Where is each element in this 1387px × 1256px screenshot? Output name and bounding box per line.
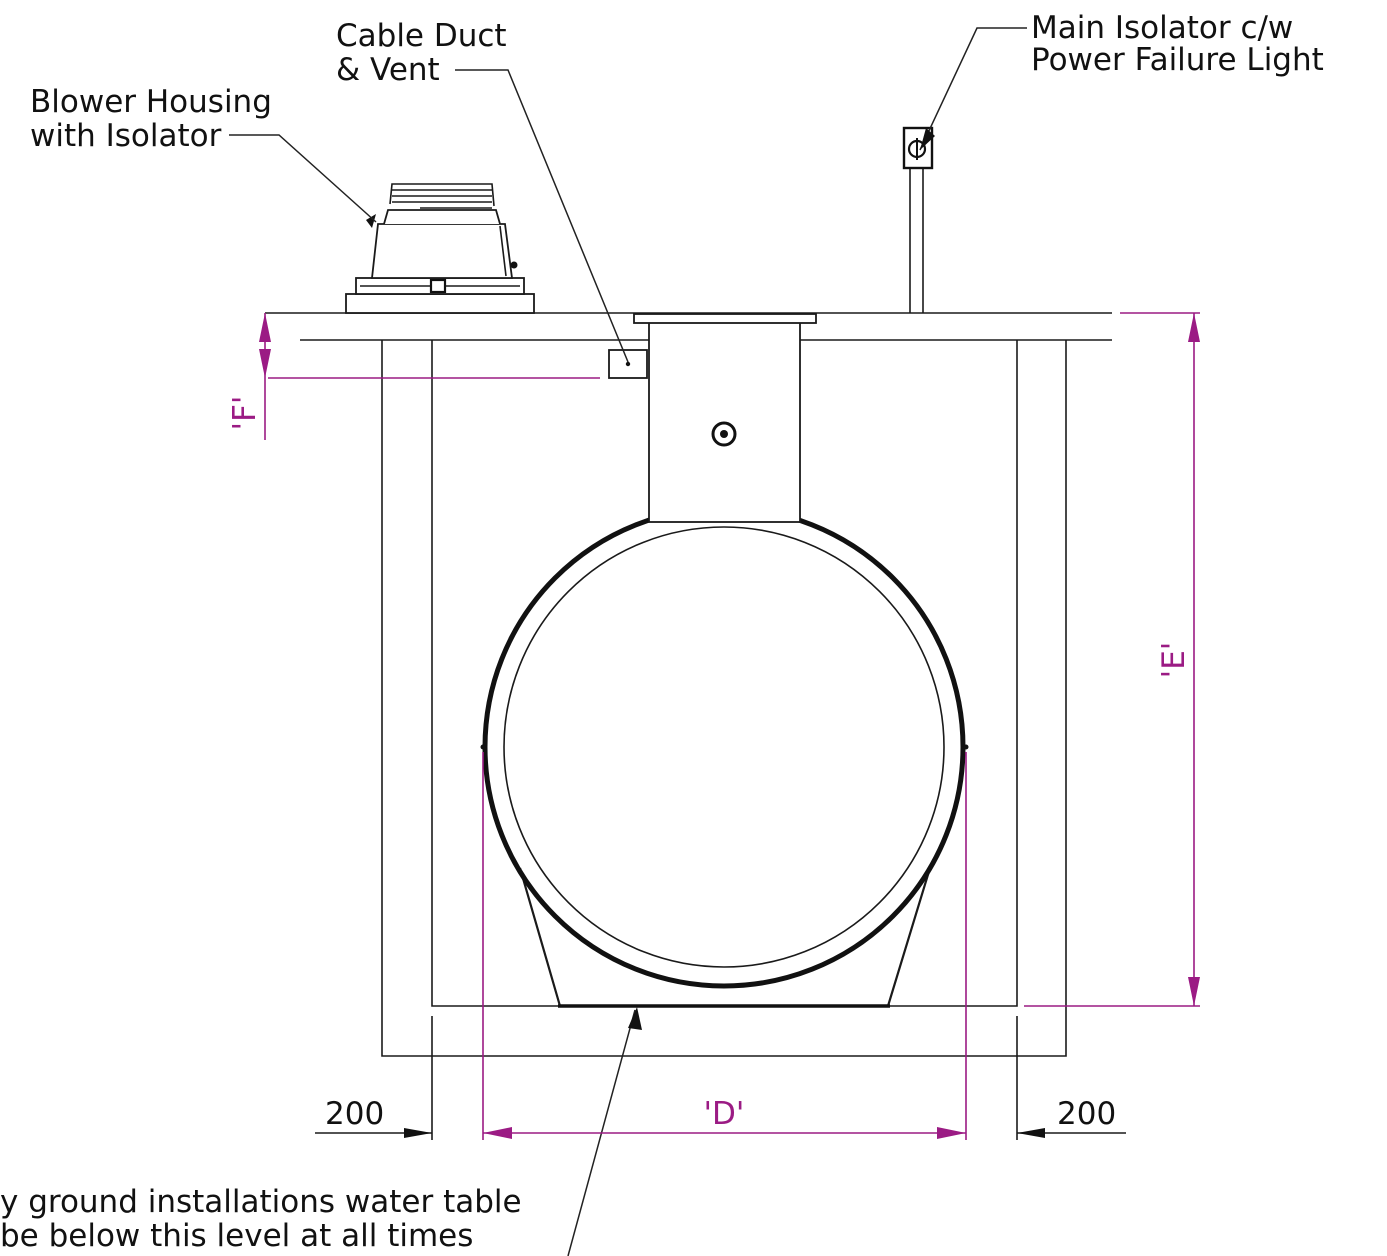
offset-right-value: 200 (1057, 1096, 1116, 1132)
tank-lug-left (480, 744, 486, 750)
blower-isolator-switch-icon (429, 278, 447, 294)
dimension-lines (259, 312, 1200, 1140)
blower-body (370, 223, 514, 279)
blower-label-line1: Blower Housing (30, 84, 272, 120)
leaders (229, 27, 1027, 1256)
cable-duct (608, 349, 648, 379)
blower-filter-cap (389, 183, 495, 207)
blower-leader-line (229, 134, 377, 223)
isolator-label-line2: Power Failure Light (1031, 42, 1324, 78)
dim-d-arrow-right (937, 1127, 966, 1139)
dim-e-arrow-bottom (1188, 977, 1200, 1006)
dim-f-arrow-top (259, 313, 271, 342)
blower-housing (345, 183, 535, 314)
isolator-label-line1: Main Isolator c/w (1031, 10, 1293, 46)
dim-d-value: 'D' (704, 1096, 745, 1132)
labels: Cable Duct & Vent Blower Housing with Is… (0, 10, 1324, 1254)
isolator-leader-line (919, 27, 1027, 151)
dim-d-arrow-left (483, 1127, 512, 1139)
tank-outer-shell (482, 505, 966, 989)
water-table-note-line1: y ground installations water table (0, 1184, 522, 1220)
offset-left-arrow (404, 1128, 432, 1138)
tank-lug-right (963, 744, 969, 750)
blower-knob (510, 261, 518, 269)
inlet-fitting-center (720, 430, 728, 438)
offset-left-value: 200 (325, 1096, 384, 1132)
blower-label-line2: with Isolator (30, 118, 222, 154)
offset-dimensions (315, 1016, 1126, 1140)
isolator-leader-arrow (920, 128, 935, 150)
dim-e-arrow-top (1188, 313, 1200, 342)
dim-f-arrow-bottom (259, 349, 271, 378)
cable-duct-label-line2: & Vent (336, 52, 440, 88)
dim-e-value: 'E' (1156, 642, 1192, 679)
blower-body-edge (499, 225, 507, 277)
outer-pit-outline (381, 340, 1067, 1057)
cable-duct-dot (625, 361, 631, 367)
water-table-note-line2: be below this level at all times (0, 1218, 473, 1254)
dim-f-value: 'F' (227, 396, 263, 431)
blower-plinth (345, 293, 535, 314)
cable-duct-label-line1: Cable Duct (336, 18, 507, 54)
offset-right-arrow (1017, 1128, 1045, 1138)
inlet-fitting-icon (711, 421, 737, 447)
tank-inner-shell (503, 526, 945, 968)
cable-duct-leader-line (455, 69, 629, 363)
tank (480, 313, 969, 1008)
blower-cable-gland (366, 214, 376, 228)
blower-shoulder (383, 209, 501, 225)
water-table-leader-arrow (628, 1007, 642, 1030)
turret-cover (633, 313, 817, 324)
main-isolator (902, 126, 934, 313)
